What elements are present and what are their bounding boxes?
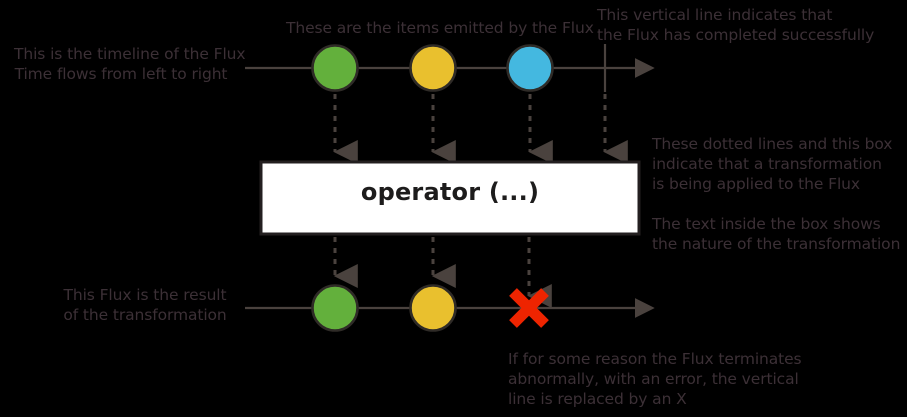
marble-green-result[interactable] [311, 284, 359, 332]
annotation-emitted-items: These are the items emitted by the Flux [286, 19, 594, 37]
operator-box[interactable] [259, 160, 641, 236]
connectors-into-operator [333, 94, 628, 164]
marble-blue-source[interactable] [506, 44, 554, 92]
marble-yellow-result[interactable] [409, 284, 457, 332]
error-x-marker[interactable] [509, 288, 549, 328]
annotation-completion-line: This vertical line indicates that the Fl… [597, 6, 875, 44]
annotation-box-text: The text inside the box shows the nature… [652, 215, 901, 253]
marble-green-source[interactable] [311, 44, 359, 92]
annotation-error-termination: If for some reason the Flux terminates a… [508, 350, 802, 408]
annotation-timeline: This is the timeline of the Flux Time fl… [14, 45, 246, 83]
marble-yellow-source[interactable] [409, 44, 457, 92]
source-flux-timeline [245, 44, 655, 92]
annotation-dotted-lines-box: These dotted lines and this box indicate… [652, 135, 893, 193]
result-flux-timeline [245, 284, 655, 332]
annotation-result-flux: This Flux is the result of the transform… [63, 286, 227, 324]
